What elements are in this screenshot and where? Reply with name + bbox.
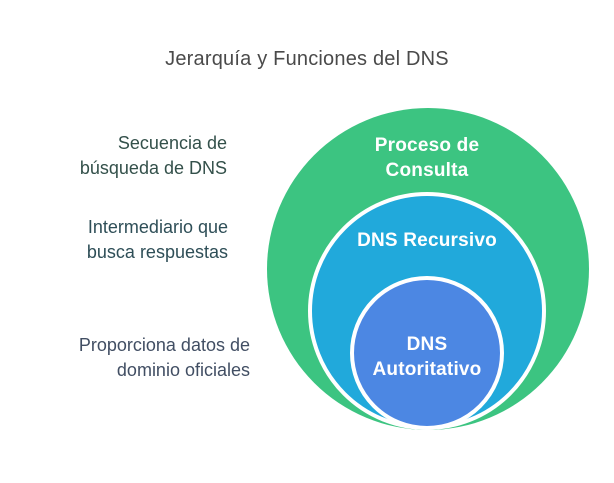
description-line: Proporciona datos de: [78, 335, 250, 355]
description-line: Intermediario que: [87, 217, 228, 237]
description-line: búsqueda de DNS: [79, 158, 227, 178]
ring-label-proceso-de-consulta: Proceso de Consulta: [327, 133, 527, 183]
description-dns-autoritativo: Proporciona datos de dominio oficiales: [79, 333, 250, 383]
description-proceso-de-consulta: Secuencia de búsqueda de DNS: [80, 131, 227, 181]
ring-label-line: Proceso de: [374, 135, 480, 156]
description-line: Secuencia de: [117, 133, 227, 153]
ring-label-line: DNS: [406, 334, 448, 355]
description-line: dominio oficiales: [116, 360, 250, 380]
description-dns-recursivo: Intermediario que busca respuestas: [87, 215, 228, 265]
ring-label-line: DNS Recursivo: [357, 230, 497, 251]
ring-label-dns-recursivo: DNS Recursivo: [327, 228, 527, 253]
page-title: Jerarquía y Funciones del DNS: [165, 48, 449, 70]
ring-dns-autoritativo: [350, 276, 504, 430]
ring-label-line: Autoritativo: [372, 359, 482, 380]
description-line: busca respuestas: [86, 242, 228, 262]
ring-label-line: Consulta: [385, 160, 469, 181]
ring-label-dns-autoritativo: DNS Autoritativo: [327, 332, 527, 382]
